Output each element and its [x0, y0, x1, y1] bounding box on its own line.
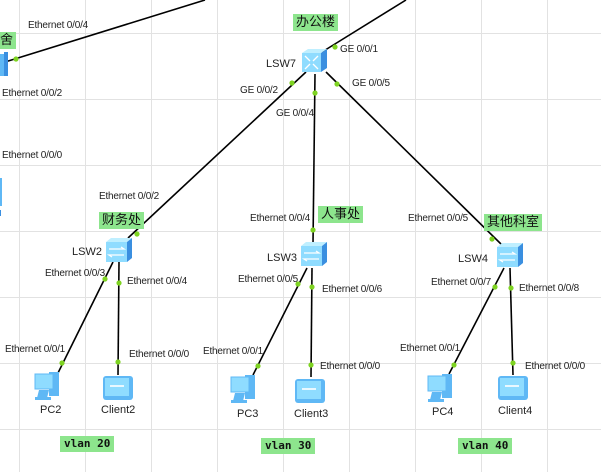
port-label: Ethernet 0/0/6: [322, 284, 383, 295]
link-lsw2-client2[interactable]: [117, 261, 120, 376]
device-name-client3: Client3: [294, 408, 329, 420]
port-label: Ethernet 0/0/7: [431, 277, 492, 288]
area-label-office: 办公楼: [293, 14, 339, 31]
port-label: GE 0/0/1: [340, 44, 378, 55]
lsw4-switch-icon[interactable]: [494, 242, 524, 269]
port-label: Ethernet 0/0/0: [525, 361, 586, 372]
link-core-lsw4[interactable]: [325, 71, 503, 246]
area-label-other: 其他科室: [484, 214, 543, 231]
partial-switch-icon[interactable]: [0, 52, 8, 78]
device-name-client2: Client2: [101, 404, 136, 416]
device-name-pc3: PC3: [237, 408, 259, 420]
port-dot: [309, 284, 315, 290]
link-lsw4-client4[interactable]: [509, 267, 514, 376]
pc3-computer-icon[interactable]: [229, 371, 263, 405]
port-label: Ethernet 0/0/3: [45, 268, 106, 279]
device-name-lsw4: LSW4: [458, 253, 488, 265]
port-label: GE 0/0/2: [240, 85, 278, 96]
port-label: Ethernet 0/0/1: [5, 344, 66, 355]
port-dot: [116, 280, 122, 286]
port-dot: [451, 362, 457, 368]
port-dot: [289, 80, 295, 86]
client3-client-icon[interactable]: [293, 377, 327, 405]
port-label: Ethernet 0/0/1: [203, 346, 264, 357]
port-label: Ethernet 0/0/8: [519, 283, 580, 294]
port-dot: [489, 236, 495, 242]
port-dot: [508, 285, 514, 291]
port-dot: [134, 231, 140, 237]
lsw2-switch-icon[interactable]: [103, 237, 133, 264]
core-switch-icon[interactable]: [299, 47, 329, 74]
device-name-lsw7: LSW7: [266, 58, 296, 70]
client4-client-icon[interactable]: [496, 374, 530, 402]
vlan-label-30: vlan 30: [261, 438, 316, 454]
device-name-lsw2: LSW2: [72, 246, 102, 258]
port-dot: [510, 360, 516, 366]
port-label: Ethernet 0/0/2: [2, 88, 63, 99]
port-label: Ethernet 0/0/4: [250, 213, 311, 224]
port-dot: [295, 281, 301, 287]
lsw3-switch-icon[interactable]: [298, 241, 328, 268]
port-dot: [13, 56, 19, 62]
vlan-label-20: vlan 20: [60, 436, 115, 452]
area-label-finance: 财务处: [99, 212, 145, 229]
port-label: Ethernet 0/0/4: [28, 20, 89, 31]
area-label-hr: 人事处: [318, 206, 364, 223]
port-dot: [115, 359, 121, 365]
device-name-pc4: PC4: [432, 406, 454, 418]
area-label-partial: 舍: [0, 32, 17, 49]
port-dot: [255, 363, 261, 369]
port-label: GE 0/0/5: [352, 78, 390, 89]
link-left-to-core[interactable]: [4, 0, 206, 63]
port-dot: [332, 44, 338, 50]
device-name-client4: Client4: [498, 405, 533, 417]
device-name-pc2: PC2: [40, 404, 62, 416]
device-name-lsw3: LSW3: [267, 252, 297, 264]
port-dot: [102, 276, 108, 282]
link-core-lsw3[interactable]: [312, 73, 316, 245]
pc2-computer-icon[interactable]: [33, 368, 67, 402]
link-core-uplink[interactable]: [321, 0, 407, 53]
port-label: Ethernet 0/0/2: [99, 191, 160, 202]
client2-client-icon[interactable]: [101, 374, 135, 402]
port-label: Ethernet 0/0/0: [129, 349, 190, 360]
port-label: Ethernet 0/0/4: [127, 276, 188, 287]
link-lsw3-client3[interactable]: [310, 267, 313, 378]
pc4-computer-icon[interactable]: [426, 370, 460, 404]
port-label: Ethernet 0/0/0: [320, 361, 381, 372]
port-dot: [334, 81, 340, 87]
port-label: GE 0/0/4: [276, 108, 314, 119]
port-label: Ethernet 0/0/1: [400, 343, 461, 354]
port-label: Ethernet 0/0/5: [408, 213, 469, 224]
vlan-label-40: vlan 40: [458, 438, 513, 454]
port-dot: [308, 362, 314, 368]
port-label: Ethernet 0/0/5: [238, 274, 299, 285]
port-label: Ethernet 0/0/0: [2, 150, 63, 161]
port-dot: [59, 360, 65, 366]
port-dot: [310, 227, 316, 233]
port-dot: [312, 90, 318, 96]
port-dot: [492, 284, 498, 290]
partial-device-icon[interactable]: [0, 178, 4, 218]
link-core-lsw2[interactable]: [127, 71, 307, 239]
